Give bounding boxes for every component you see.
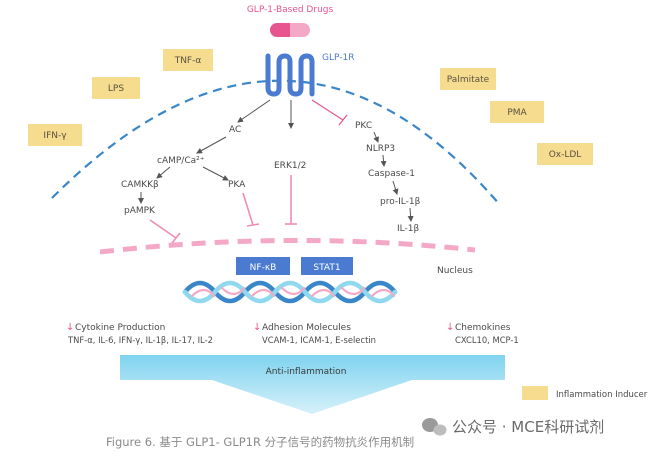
anti-inflammation-arrow <box>120 355 505 414</box>
arrow-proil-il1b <box>407 207 414 222</box>
arrow-caspase-proil <box>392 180 399 195</box>
anti-inflammation-label: Anti-inflammation <box>266 367 347 377</box>
glp1r-label: GLP-1R <box>322 53 354 63</box>
inducer-pma: PMA <box>490 101 544 123</box>
node-erk: ERK1/2 <box>274 161 306 171</box>
cell-membrane <box>51 79 501 206</box>
arrow-pkc-nlrp3 <box>373 131 379 143</box>
down-arrow-icon: ↓ <box>446 322 454 333</box>
figure-caption: Figure 6. 基于 GLP1- GLP1R 分子信号的药物抗炎作用机制 <box>106 435 414 449</box>
arrow-ac-camp <box>196 136 227 154</box>
inducer-pma-label: PMA <box>507 108 527 118</box>
down-arrow-icon: ↓ <box>66 322 74 333</box>
dna-helix-icon <box>182 280 398 304</box>
inhibit-erk-nucleus <box>285 175 297 225</box>
nuclear-envelope <box>99 238 476 255</box>
effect-adhesion-list: VCAM-1, ICAM-1, E-selectin <box>262 335 376 345</box>
inducer-tnf: TNF-α <box>163 49 213 71</box>
node-caspase: Caspase-1 <box>368 169 415 179</box>
drug-capsule-icon <box>270 23 310 37</box>
effect-adhesion: ↓ Adhesion Molecules VCAM-1, ICAM-1, E-s… <box>253 322 376 345</box>
arrow-camp-pka <box>202 166 229 181</box>
legend-swatch <box>522 386 548 400</box>
node-pkc: PKC <box>355 121 372 131</box>
arrow-nlrp3-caspase <box>380 154 387 167</box>
glp1r-receptor-icon <box>265 53 315 97</box>
inducer-palmitate-label: Palmitate <box>447 75 490 85</box>
node-proil: pro-IL-1β <box>380 197 421 207</box>
inducer-oxldl-label: Ox-LDL <box>549 150 582 160</box>
tf-stat1-label: STAT1 <box>313 263 340 273</box>
inducer-tnf-label: TNF-α <box>174 56 202 66</box>
watermark-text: 公众号 · MCE科研试剂 <box>452 418 604 436</box>
inducer-oxldl: Ox-LDL <box>537 143 593 165</box>
inhibit-receptor-pkc-bar <box>338 114 348 126</box>
node-camkkb: CAMKKβ <box>121 180 159 190</box>
effect-cytokine-title: Cytokine Production <box>75 323 165 333</box>
node-il1b: IL-1β <box>397 224 419 234</box>
node-camp: cAMP/Ca²⁺ <box>157 156 205 166</box>
effect-cytokine: ↓ Cytokine Production TNF-α, IL-6, IFN-γ… <box>66 322 213 345</box>
effect-adhesion-title: Adhesion Molecules <box>262 323 351 333</box>
tf-nfkb-box <box>236 257 290 275</box>
tf-stat1-box <box>301 257 353 275</box>
inducer-palmitate: Palmitate <box>440 68 496 90</box>
node-pampk: pAMPK <box>124 206 156 216</box>
inducer-lps: LPS <box>92 77 140 99</box>
nucleus-label: Nucleus <box>437 266 473 276</box>
drug-title: GLP-1-Based Drugs <box>247 5 334 15</box>
tf-nfkb-label: NF-κB <box>250 263 277 273</box>
effect-cytokine-list: TNF-α, IL-6, IFN-γ, IL-1β, IL-17, IL-2 <box>67 335 213 345</box>
effect-chemokine: ↓ Chemokines CXCL10, MCP-1 <box>446 322 519 345</box>
inhibit-receptor-pkc <box>311 99 344 121</box>
legend-label: Inflammation Inducer <box>556 390 648 400</box>
node-nlrp3: NLRP3 <box>366 144 395 154</box>
inducer-lps-label: LPS <box>108 84 124 94</box>
arrow-receptor-ac <box>237 99 271 123</box>
inducer-ifn: IFN-γ <box>28 124 82 146</box>
inhibit-pka-nucleus <box>242 192 260 227</box>
down-arrow-icon: ↓ <box>253 322 261 333</box>
effect-chemokine-title: Chemokines <box>455 323 511 333</box>
inducer-ifn-label: IFN-γ <box>43 131 67 141</box>
wechat-icon <box>422 418 447 436</box>
arrow-camp-camkkb <box>156 166 171 179</box>
node-ac: AC <box>229 125 241 135</box>
node-pka: PKA <box>228 180 246 190</box>
inhibit-pampk-nucleus <box>149 219 181 244</box>
effect-chemokine-list: CXCL10, MCP-1 <box>455 335 519 345</box>
